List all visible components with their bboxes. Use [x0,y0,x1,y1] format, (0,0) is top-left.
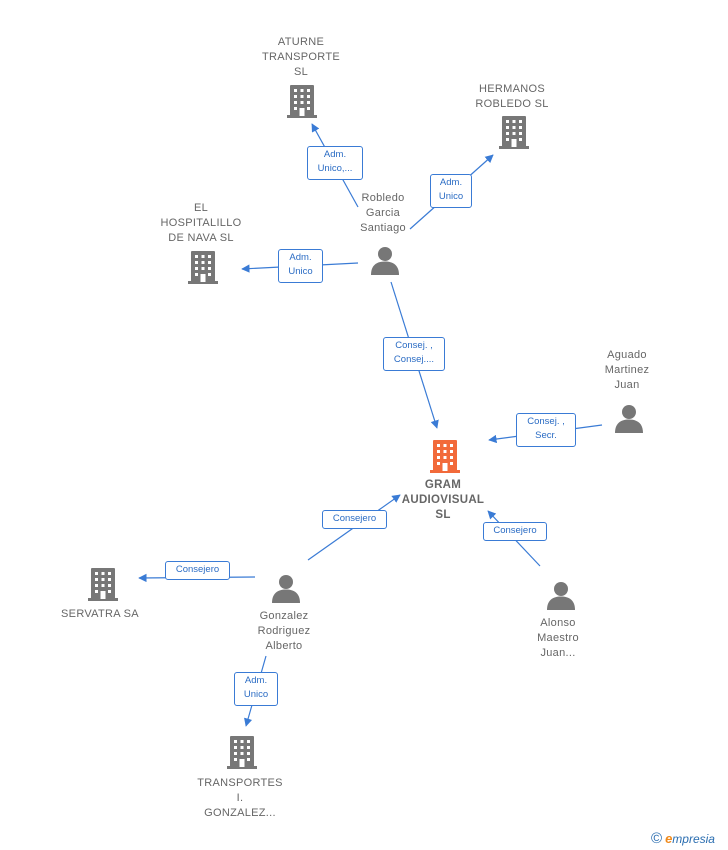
person-icon[interactable] [615,405,643,433]
person-icon[interactable] [547,582,575,610]
building-icon[interactable] [88,568,118,601]
person-icon[interactable] [272,575,300,603]
node-label-hermanos[interactable]: HERMANOS ROBLEDO SL [475,83,549,110]
edge-label-alonso-gram[interactable]: Consejero [483,522,547,541]
brand-logo-text: mpresia [672,832,715,846]
person-icon[interactable] [371,247,399,275]
edge-label-gonzalez-gram[interactable]: Consejero [322,510,387,529]
edge-label-robledo-hermanos[interactable]: Adm. Unico [430,174,472,208]
node-label-hospitalillo[interactable]: EL HOSPITALILLO DE NAVA SL [160,202,242,244]
edge-label-robledo-gram[interactable]: Consej. , Consej.... [383,337,445,371]
copyright-icon: © [651,830,663,847]
building-icon[interactable] [188,251,218,284]
building-icon[interactable] [227,736,257,769]
building-icon[interactable] [499,116,529,149]
node-label-aguado[interactable]: Aguado Martinez Juan [604,349,650,391]
node-label-transportes[interactable]: TRANSPORTES I. GONZALEZ... [197,777,283,819]
node-label-gonzalez[interactable]: Gonzalez Rodriguez Alberto [257,610,311,652]
node-label-robledo[interactable]: Robledo Garcia Santiago [360,192,406,234]
building-icon[interactable] [287,85,317,118]
footer-brand: © empresia [651,830,715,847]
brand-logo-initial: e [665,831,673,846]
node-label-alonso[interactable]: Alonso Maestro Juan... [537,617,579,659]
edge-label-gonzalez-servatra[interactable]: Consejero [165,561,230,580]
node-label-gram[interactable]: GRAM AUDIOVISUAL SL [401,479,485,521]
edge-label-aguado-gram[interactable]: Consej. , Secr. [516,413,576,447]
node-label-aturne[interactable]: ATURNE TRANSPORTE SL [262,36,340,78]
edge-label-gonzalez-transportes[interactable]: Adm. Unico [234,672,278,706]
edge-label-robledo-hospitalillo[interactable]: Adm. Unico [278,249,323,283]
edge-label-robledo-aturne[interactable]: Adm. Unico,... [307,146,363,180]
building-icon[interactable] [430,440,460,473]
node-label-servatra[interactable]: SERVATRA SA [61,608,139,620]
